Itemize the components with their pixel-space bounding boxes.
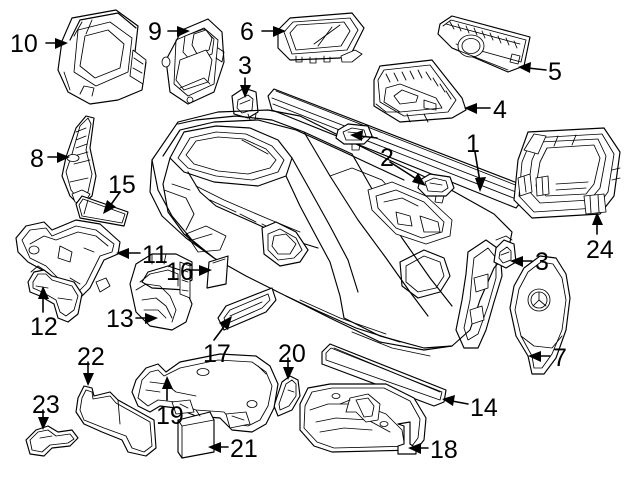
callout-label-20[interactable]: 20	[278, 340, 306, 368]
part-relay-module-box[interactable]	[177, 409, 215, 459]
callout-label-1[interactable]: 1	[466, 130, 480, 158]
callout-label-2[interactable]: 2	[380, 144, 394, 172]
callout-label-16[interactable]: 16	[166, 258, 194, 286]
leader-18	[408, 443, 429, 454]
leader-3a	[240, 77, 251, 98]
leader-24	[592, 212, 603, 235]
callout-label-21[interactable]: 21	[230, 435, 258, 463]
leader-6	[261, 26, 286, 37]
leader-17	[213, 316, 232, 341]
callout-label-3b[interactable]: 3	[535, 248, 549, 276]
part-instrument-panel-main-body[interactable]	[149, 109, 513, 357]
leader-13	[135, 313, 158, 324]
leader-22	[83, 361, 94, 386]
callout-label-24[interactable]: 24	[586, 236, 614, 264]
callout-label-23[interactable]: 23	[32, 391, 60, 419]
part-end-cap-trim-right[interactable]	[509, 255, 571, 375]
leader-20	[283, 357, 294, 380]
callout-label-11[interactable]: 11	[142, 241, 168, 269]
leader-9	[167, 26, 190, 37]
part-glovebox-lower-panel[interactable]	[299, 383, 427, 455]
callout-label-4[interactable]: 4	[493, 96, 507, 124]
part-display-screen-bezel[interactable]	[57, 9, 147, 105]
leader-8	[47, 152, 70, 163]
leader-23	[38, 409, 49, 430]
part-speaker-grille-cap[interactable]	[335, 123, 455, 204]
callout-label-7[interactable]: 7	[553, 344, 567, 372]
leader-19	[162, 376, 173, 401]
leader-1	[474, 151, 486, 192]
part-control-module-housing[interactable]	[161, 18, 225, 105]
part-vent-louver-grille[interactable]	[217, 287, 277, 331]
leader-3b	[510, 256, 533, 267]
leader-7	[528, 351, 551, 362]
callout-label-5[interactable]: 5	[548, 58, 562, 86]
leader-2	[350, 130, 426, 186]
part-retainer-clip-lower[interactable]	[493, 235, 517, 269]
callout-label-8[interactable]: 8	[30, 145, 44, 173]
part-knee-bolster-reinforcement[interactable]	[15, 219, 121, 301]
leader-16	[189, 265, 212, 276]
part-air-duct-vent-housing[interactable]	[129, 253, 193, 331]
leader-10	[45, 38, 68, 49]
callout-label-6[interactable]: 6	[240, 18, 254, 46]
part-speaker-grille-upper[interactable]	[277, 12, 365, 64]
leader-21	[208, 442, 229, 453]
callout-label-17[interactable]: 17	[203, 340, 231, 368]
callout-label-3a[interactable]: 3	[238, 52, 252, 80]
part-identification-label-plate[interactable]	[206, 255, 229, 289]
callout-label-12[interactable]: 12	[30, 313, 58, 341]
part-trim-insert-strip[interactable]	[75, 195, 129, 227]
leader-14	[442, 395, 469, 406]
leader-11	[116, 248, 141, 259]
callout-label-18[interactable]: 18	[430, 436, 458, 464]
callout-label-13[interactable]: 13	[106, 305, 134, 333]
part-defroster-grille-center[interactable]	[373, 59, 467, 123]
callout-label-9[interactable]: 9	[148, 18, 162, 46]
part-insulation-pad[interactable]	[75, 385, 157, 457]
callout-label-10[interactable]: 10	[10, 30, 38, 58]
leader-12	[38, 286, 49, 313]
part-corner-filler-piece[interactable]	[25, 425, 79, 457]
callout-label-19[interactable]: 19	[156, 402, 184, 430]
leader-4	[464, 103, 491, 114]
part-passenger-airbag-module[interactable]	[513, 127, 621, 219]
leader-5	[518, 62, 547, 73]
callout-label-15[interactable]: 15	[108, 171, 136, 199]
callout-label-14[interactable]: 14	[470, 394, 498, 422]
part-lower-trim-strip[interactable]	[321, 343, 447, 407]
part-wedge-bracket[interactable]	[273, 375, 301, 417]
part-defroster-grille-side[interactable]	[437, 15, 531, 73]
callout-label-22[interactable]: 22	[77, 343, 105, 371]
part-side-cowl-trim-panel[interactable]	[61, 115, 97, 207]
part-cross-car-beam-support[interactable]	[131, 353, 279, 433]
part-glovebox-hinge-pin[interactable]	[397, 421, 417, 455]
leader-15	[103, 191, 121, 214]
